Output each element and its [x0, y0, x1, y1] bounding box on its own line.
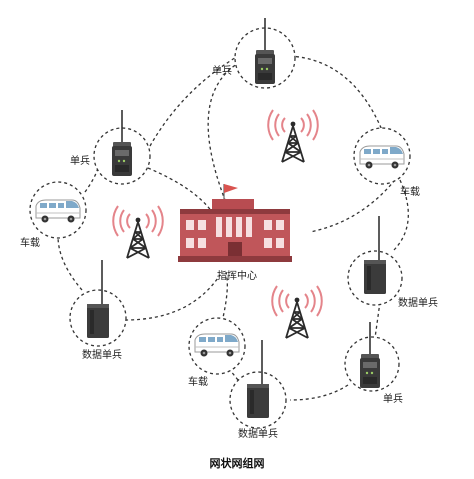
- link-data-right-to-soldier-bottom: [374, 301, 381, 339]
- diagram-caption: 网状网组网: [210, 456, 265, 470]
- mesh-links: [57, 55, 409, 401]
- link-soldier-top-to-center: [207, 61, 241, 201]
- link-van-right-to-center: [309, 179, 396, 233]
- node-label: 数据单兵: [238, 427, 278, 440]
- soldier-radio-icon: [111, 109, 133, 177]
- signal-tower-icon: [271, 285, 323, 339]
- node-label: 车载: [400, 185, 420, 198]
- node-label: 车载: [188, 375, 208, 388]
- signal-tower-icon: [267, 109, 319, 163]
- link-soldier-bottom-to-data-bottom: [289, 384, 349, 401]
- node-label: 单兵: [383, 392, 403, 405]
- node-label: 数据单兵: [398, 296, 438, 309]
- signal-tower-icon: [112, 205, 164, 259]
- command-center-building-icon: [178, 184, 292, 262]
- soldier-radio-icon: [359, 321, 381, 389]
- link-soldier-top-to-van-right: [289, 55, 383, 131]
- node-label: 数据单兵: [82, 348, 122, 361]
- command-center-label: 指挥中心: [217, 269, 257, 282]
- link-soldier-left-to-soldier-top: [149, 55, 239, 147]
- node-label: 单兵: [70, 154, 90, 167]
- link-soldier-left-to-center: [147, 167, 213, 213]
- link-data-bottom-to-van-bottom: [229, 369, 239, 381]
- node-label: 车载: [20, 236, 40, 249]
- soldier-radio-icon: [254, 17, 276, 85]
- link-data-left-to-van-left: [57, 235, 83, 291]
- link-data-left-to-center: [124, 274, 221, 321]
- link-van-left-to-soldier-left: [84, 167, 99, 193]
- node-label: 单兵: [212, 64, 232, 77]
